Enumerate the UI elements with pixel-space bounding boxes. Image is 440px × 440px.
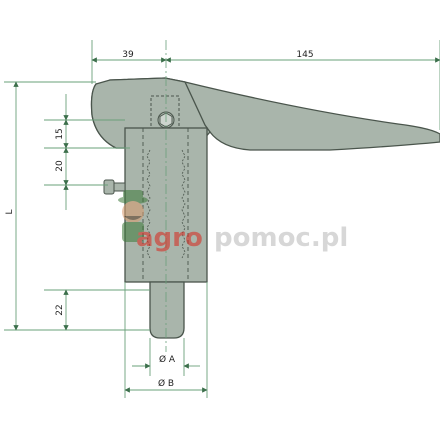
thread-hidden xyxy=(146,149,151,259)
watermark-suffix: pomoc.pl xyxy=(214,223,348,253)
pin xyxy=(149,281,185,339)
dim-L: L xyxy=(5,209,15,214)
dim-39: 39 xyxy=(122,50,134,60)
dim-145: 145 xyxy=(296,50,313,60)
dim-20: 20 xyxy=(55,160,65,172)
dim-diameter-b: Ø B xyxy=(158,378,174,389)
dim-15: 15 xyxy=(55,128,65,139)
grease-nipple-icon xyxy=(103,179,126,195)
watermark-prefix: agro xyxy=(136,223,203,253)
watermark-logo: agro pomoc.pl xyxy=(118,190,348,253)
dimension-lines xyxy=(4,40,440,398)
dim-diameter-a: Ø A xyxy=(159,354,176,365)
dim-22: 22 xyxy=(55,304,65,315)
farmer-mascot-icon xyxy=(118,190,148,242)
